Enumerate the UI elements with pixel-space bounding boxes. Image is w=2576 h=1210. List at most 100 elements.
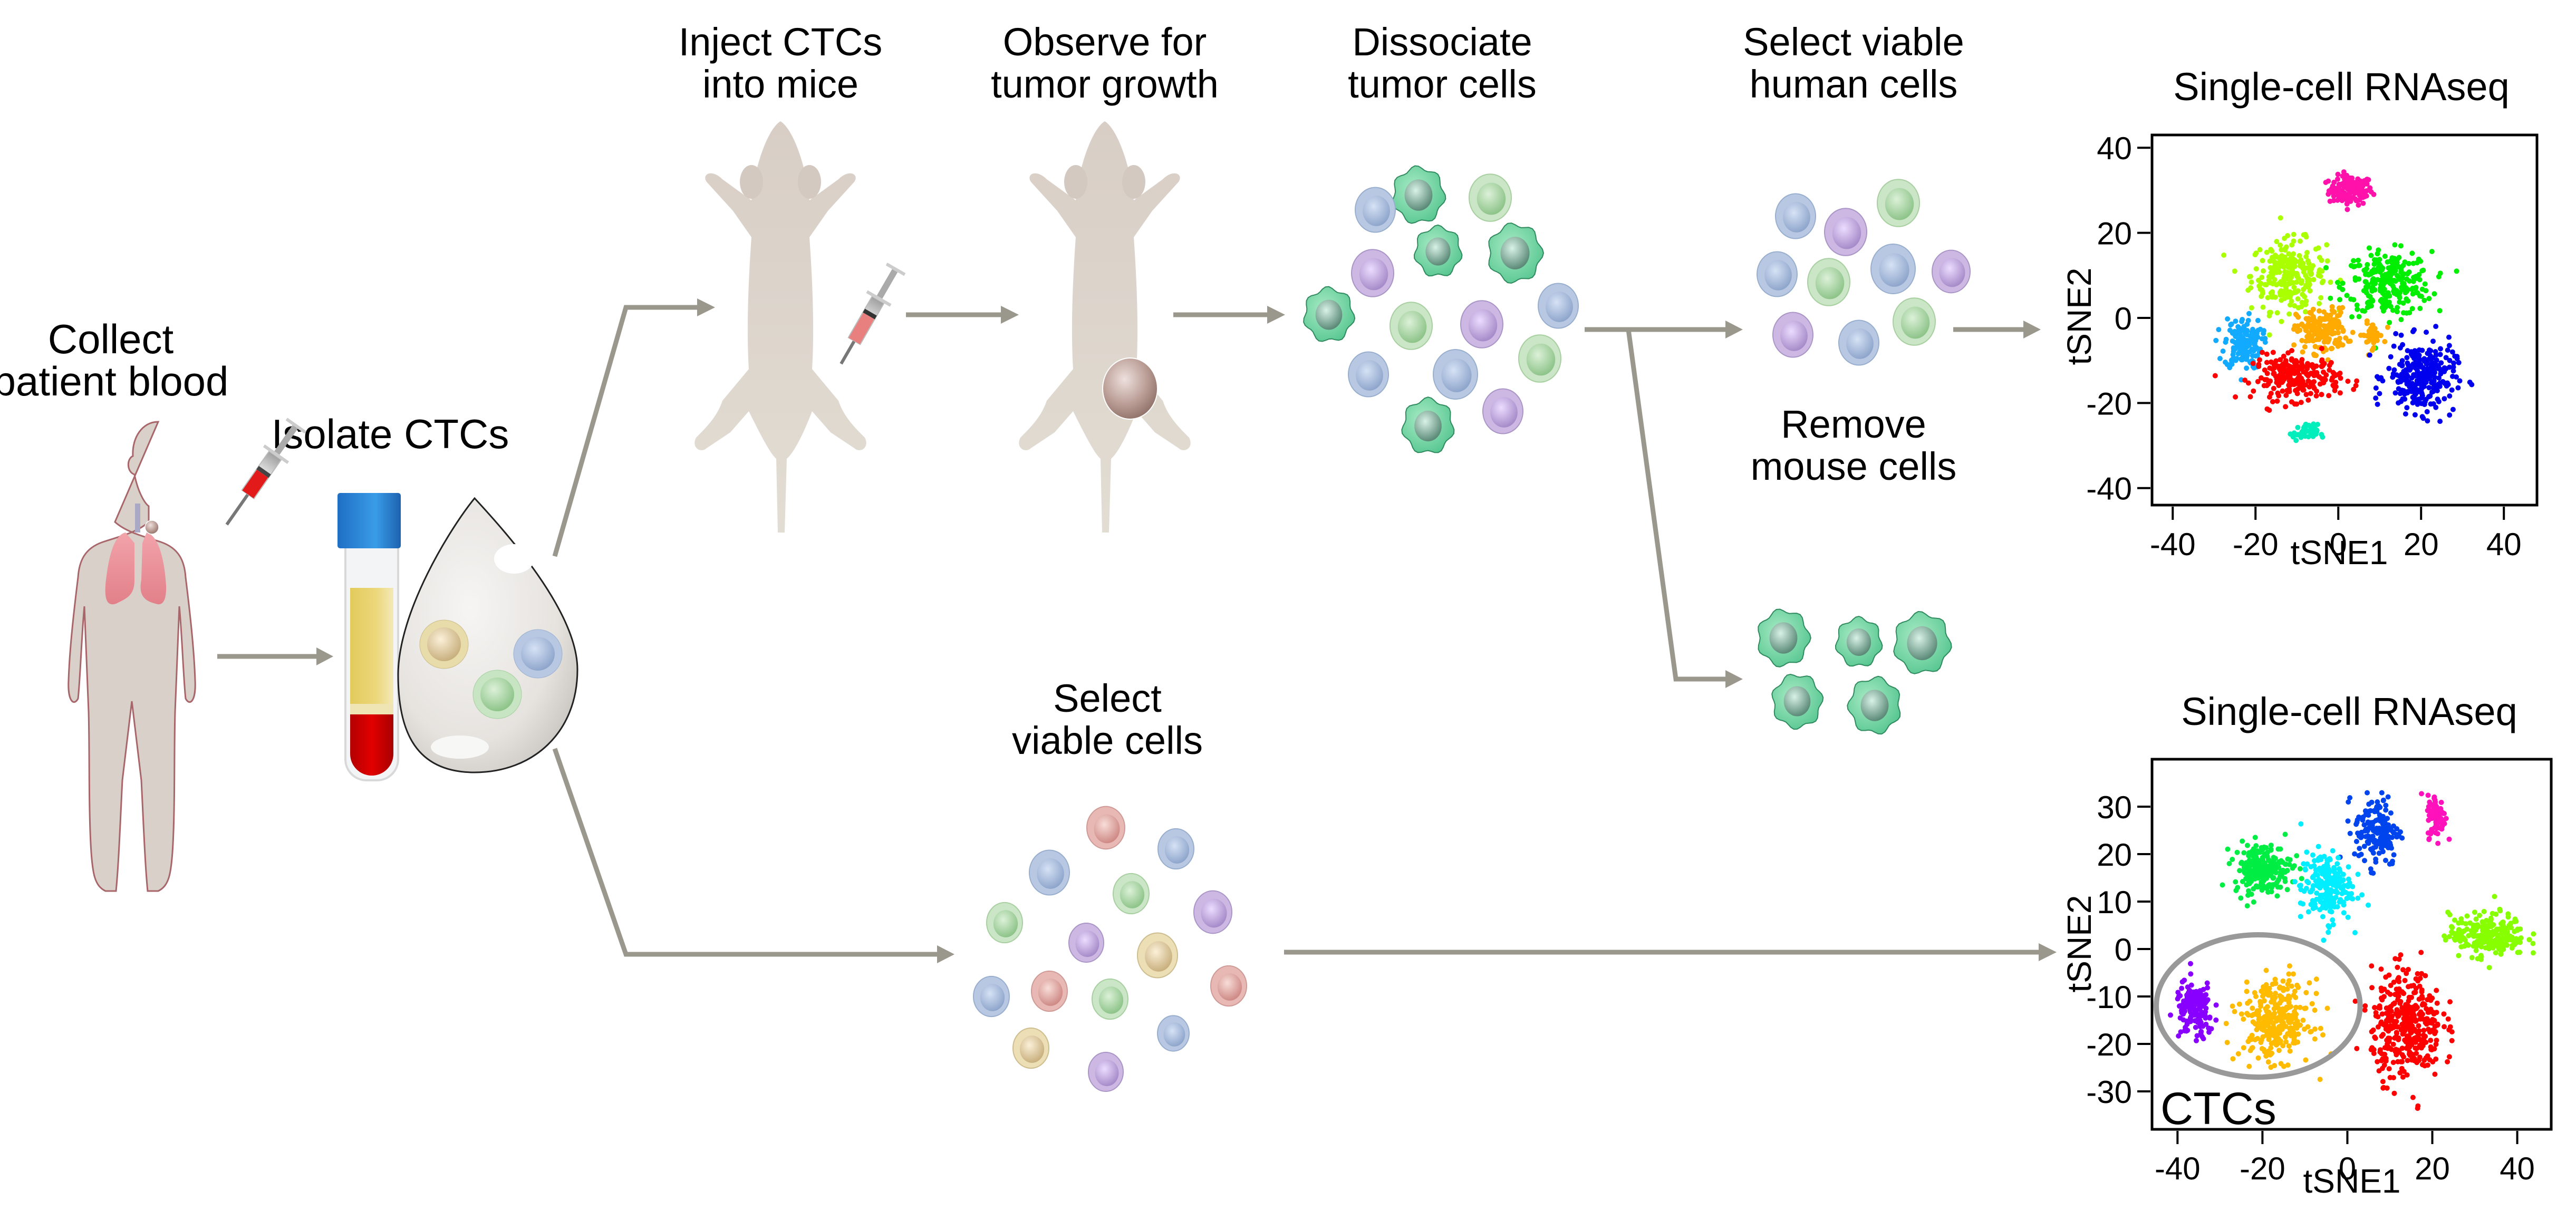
data-point bbox=[2207, 1014, 2213, 1020]
plot2-xlabel: tSNE1 bbox=[2303, 1162, 2401, 1200]
data-point bbox=[2286, 971, 2292, 977]
x-tick-label: 40 bbox=[2486, 527, 2522, 562]
data-point bbox=[2242, 377, 2248, 383]
x-tick-label: -40 bbox=[2150, 527, 2196, 562]
data-point bbox=[2456, 953, 2462, 959]
data-point bbox=[2317, 1077, 2323, 1082]
data-point bbox=[2365, 262, 2370, 267]
data-point bbox=[2387, 1046, 2393, 1051]
data-point bbox=[2414, 357, 2420, 363]
cell-green bbox=[1877, 179, 1920, 227]
data-point bbox=[2517, 950, 2523, 955]
cluster-orange bbox=[2223, 963, 2334, 1082]
data-point bbox=[2435, 840, 2441, 846]
data-point bbox=[2438, 346, 2443, 352]
data-point bbox=[2307, 980, 2312, 986]
data-point bbox=[2420, 1043, 2426, 1049]
data-point bbox=[2428, 998, 2434, 1003]
data-point bbox=[2390, 1041, 2396, 1047]
data-point bbox=[2365, 820, 2371, 826]
data-point bbox=[2379, 1011, 2385, 1017]
data-point bbox=[2237, 346, 2243, 352]
arrow-drop-to-viable bbox=[552, 748, 954, 963]
data-point bbox=[2188, 961, 2193, 966]
data-point bbox=[2230, 857, 2235, 862]
data-point bbox=[2295, 275, 2301, 281]
data-point bbox=[2251, 332, 2257, 337]
data-point bbox=[2413, 285, 2419, 291]
label-collect-line2: patient blood bbox=[0, 358, 228, 404]
data-point bbox=[2512, 940, 2517, 946]
data-point bbox=[2277, 1000, 2283, 1006]
data-point bbox=[2315, 245, 2321, 251]
data-point bbox=[2204, 980, 2210, 986]
cluster-magenta bbox=[2419, 791, 2452, 846]
data-point bbox=[2356, 314, 2362, 320]
data-point bbox=[2328, 346, 2334, 352]
data-point bbox=[2303, 316, 2309, 322]
data-point bbox=[2225, 846, 2231, 852]
label-select-human-line1: Select viable bbox=[1743, 20, 1964, 64]
data-point bbox=[2419, 989, 2425, 995]
data-point bbox=[2329, 877, 2334, 883]
data-point bbox=[2267, 258, 2273, 264]
data-point bbox=[2302, 425, 2308, 431]
data-point bbox=[2401, 373, 2407, 379]
cell-blue bbox=[1838, 320, 1879, 366]
data-point bbox=[2315, 844, 2321, 849]
cell-blue bbox=[1157, 828, 1194, 870]
data-point bbox=[2419, 1062, 2425, 1068]
data-point bbox=[2346, 799, 2351, 805]
data-point bbox=[2310, 383, 2316, 389]
data-point bbox=[2382, 820, 2388, 826]
data-point bbox=[2413, 985, 2419, 991]
data-point bbox=[2269, 885, 2274, 890]
data-point bbox=[2245, 876, 2250, 882]
data-point bbox=[2286, 311, 2292, 317]
data-point bbox=[2279, 318, 2284, 324]
data-point bbox=[2365, 790, 2370, 796]
data-point bbox=[2345, 379, 2351, 384]
data-point bbox=[2262, 336, 2268, 341]
y-tick-label: 10 bbox=[2097, 885, 2132, 920]
data-point bbox=[2269, 999, 2274, 1005]
data-point bbox=[2295, 305, 2301, 311]
data-point bbox=[2287, 1025, 2293, 1031]
data-point bbox=[2285, 374, 2291, 380]
data-point bbox=[2426, 817, 2432, 823]
arrow-mouse1-to-mouse2 bbox=[906, 306, 1019, 324]
data-point bbox=[2259, 1027, 2265, 1032]
data-point bbox=[2286, 963, 2292, 969]
data-point bbox=[2373, 859, 2379, 865]
data-point bbox=[2400, 396, 2406, 402]
data-point bbox=[2440, 818, 2446, 824]
arrow-dissociate-to-mouse-cells bbox=[1626, 329, 1743, 688]
data-point bbox=[2295, 424, 2301, 430]
data-point bbox=[2203, 1009, 2208, 1015]
data-point bbox=[2213, 1017, 2219, 1023]
data-point bbox=[2488, 918, 2494, 924]
data-point bbox=[2391, 823, 2396, 829]
data-point bbox=[2414, 1060, 2420, 1066]
data-point bbox=[2232, 268, 2237, 274]
data-point bbox=[2294, 391, 2300, 396]
data-point bbox=[2273, 1032, 2279, 1038]
data-point bbox=[2408, 1030, 2414, 1036]
data-point bbox=[2435, 382, 2441, 388]
data-point bbox=[2358, 851, 2364, 857]
data-point bbox=[2424, 409, 2430, 414]
label-inject-line1: Inject CTCs bbox=[679, 20, 883, 64]
data-point bbox=[2487, 944, 2493, 950]
data-point bbox=[2168, 1012, 2173, 1018]
data-point bbox=[2356, 180, 2362, 186]
data-point bbox=[2386, 845, 2391, 850]
data-point bbox=[2373, 385, 2379, 391]
data-point bbox=[2458, 916, 2464, 922]
cell-mouse bbox=[1771, 673, 1824, 730]
x-tick-label: -20 bbox=[2233, 527, 2279, 562]
data-point bbox=[2234, 849, 2240, 855]
data-point bbox=[2262, 1022, 2268, 1028]
data-point bbox=[2411, 990, 2417, 995]
data-point bbox=[2449, 349, 2455, 355]
label-dissociate-line2: tumor cells bbox=[1348, 62, 1537, 106]
